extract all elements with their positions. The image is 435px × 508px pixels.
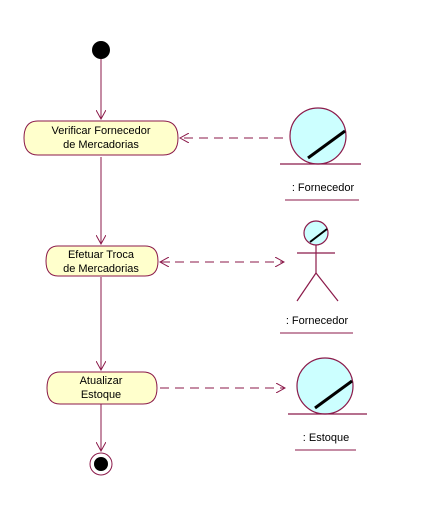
activity-efetuar-troca[interactable]: Efetuar Troca de Mercadorias xyxy=(45,245,159,277)
activity-label-line1: Efetuar Troca xyxy=(68,249,135,261)
object-label: : Fornecedor xyxy=(286,315,349,327)
activity-verificar-fornecedor[interactable]: Verificar Fornecedor de Mercadorias xyxy=(23,120,179,156)
object-label: : Fornecedor xyxy=(292,182,355,194)
activity-label-line1: Verificar Fornecedor xyxy=(51,125,150,137)
activity-label-line1: Atualizar xyxy=(80,375,123,387)
activity-label-line2: Estoque xyxy=(81,389,121,401)
activity-label-line2: de Mercadorias xyxy=(63,263,139,275)
object-label: : Estoque xyxy=(303,432,349,444)
object-fornecedor-entity[interactable]: : Fornecedor xyxy=(280,107,361,201)
object-fornecedor-actor[interactable]: : Fornecedor xyxy=(280,220,353,334)
activity-atualizar-estoque[interactable]: Atualizar Estoque xyxy=(46,371,158,405)
final-node xyxy=(89,452,113,476)
initial-node xyxy=(92,41,110,59)
actor-icon xyxy=(296,220,339,302)
activity-label-line2: de Mercadorias xyxy=(63,139,139,151)
entity-object-icon xyxy=(288,357,367,415)
entity-object-icon xyxy=(280,107,361,165)
object-estoque-entity[interactable]: : Estoque xyxy=(288,357,367,451)
